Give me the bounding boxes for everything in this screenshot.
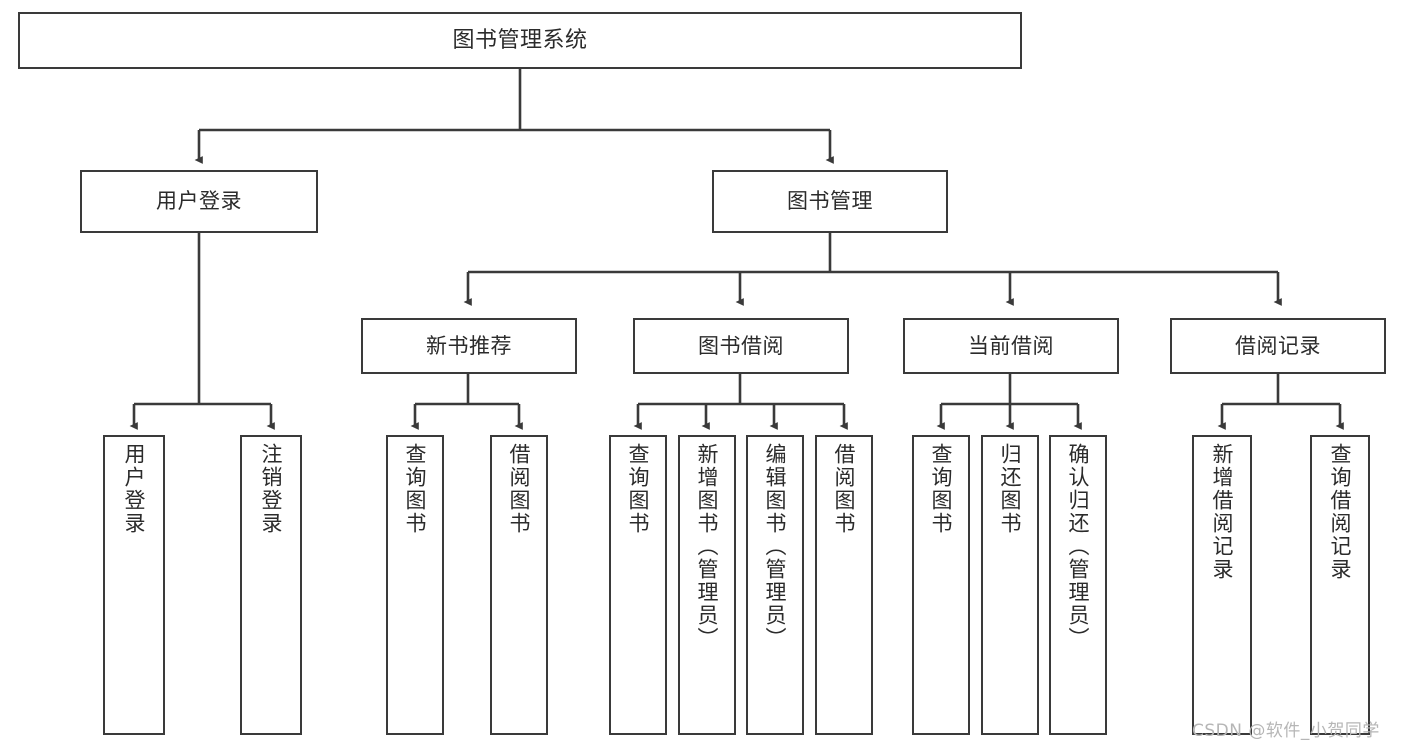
node-label: 新增图书（管理员） — [695, 443, 720, 650]
leaf-book-borrow-query-book[interactable]: 查询图书 — [609, 435, 667, 735]
leaf-user-login-logout[interactable]: 注销登录 — [240, 435, 302, 735]
node-label: 归还图书 — [998, 443, 1023, 535]
node-label: 用户登录 — [156, 189, 242, 214]
node-label: 借阅记录 — [1235, 333, 1321, 358]
leaf-new-book-borrow-book[interactable]: 借阅图书 — [490, 435, 548, 735]
node-label: 查询借阅记录 — [1328, 443, 1353, 581]
leaf-book-borrow-borrow-book[interactable]: 借阅图书 — [815, 435, 873, 735]
node-book-management[interactable]: 图书管理 — [712, 170, 948, 233]
node-label: 注销登录 — [259, 443, 284, 535]
node-label: 查询图书 — [626, 443, 651, 535]
node-label: 查询图书 — [403, 443, 428, 535]
node-label: 新书推荐 — [426, 333, 512, 358]
leaf-current-borrow-confirm-return-admin[interactable]: 确认归还（管理员） — [1049, 435, 1107, 735]
leaf-borrow-record-add-record[interactable]: 新增借阅记录 — [1192, 435, 1252, 735]
node-borrow-record[interactable]: 借阅记录 — [1170, 318, 1386, 374]
node-label: 查询图书 — [929, 443, 954, 535]
csdn-watermark: CSDN @软件_小贺同学 — [1192, 721, 1380, 741]
node-current-borrow[interactable]: 当前借阅 — [903, 318, 1119, 374]
leaf-book-borrow-edit-book-admin[interactable]: 编辑图书（管理员） — [746, 435, 804, 735]
node-label: 图书管理 — [787, 189, 873, 214]
leaf-new-book-query-book[interactable]: 查询图书 — [386, 435, 444, 735]
node-label: 借阅图书 — [832, 443, 857, 535]
node-label: 图书借阅 — [698, 333, 784, 358]
node-label: 用户登录 — [122, 443, 147, 535]
node-user-login[interactable]: 用户登录 — [80, 170, 318, 233]
leaf-borrow-record-query-record[interactable]: 查询借阅记录 — [1310, 435, 1370, 735]
node-label: 借阅图书 — [507, 443, 532, 535]
node-label: 确认归还（管理员） — [1066, 443, 1091, 650]
node-label: 当前借阅 — [968, 333, 1054, 358]
leaf-book-borrow-add-book-admin[interactable]: 新增图书（管理员） — [678, 435, 736, 735]
node-label: 图书管理系统 — [452, 27, 588, 53]
node-label: 新增借阅记录 — [1210, 443, 1235, 581]
node-root-book-management-system[interactable]: 图书管理系统 — [18, 12, 1022, 69]
leaf-current-borrow-query-book[interactable]: 查询图书 — [912, 435, 970, 735]
leaf-current-borrow-return-book[interactable]: 归还图书 — [981, 435, 1039, 735]
leaf-user-login-login[interactable]: 用户登录 — [103, 435, 165, 735]
node-new-book-recommend[interactable]: 新书推荐 — [361, 318, 577, 374]
node-book-borrow[interactable]: 图书借阅 — [633, 318, 849, 374]
node-label: 编辑图书（管理员） — [763, 443, 788, 650]
